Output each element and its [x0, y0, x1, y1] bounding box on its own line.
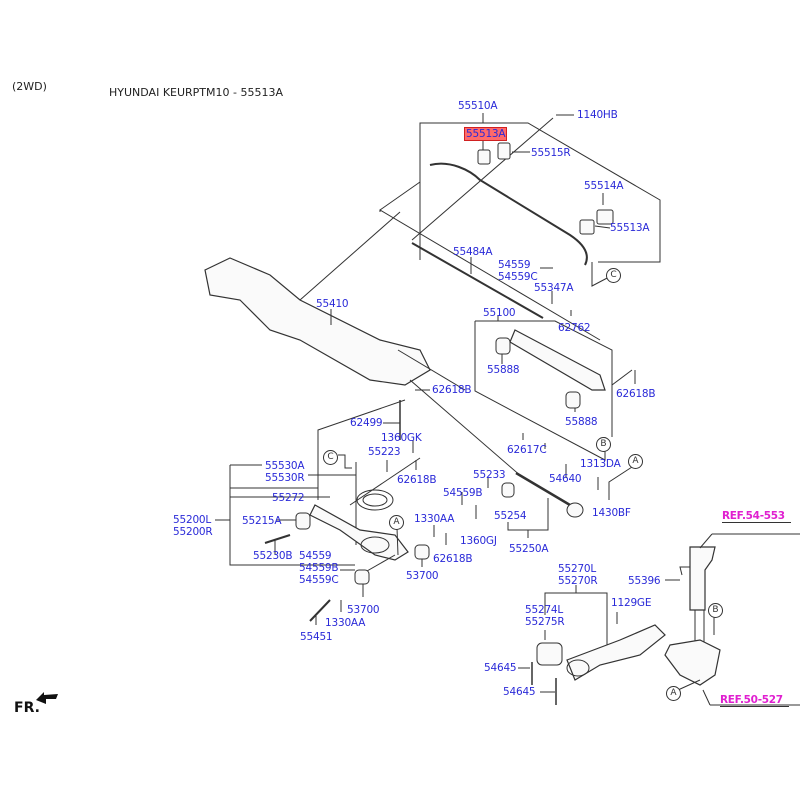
part-label-1313DA[interactable]: 1313DA [580, 458, 621, 470]
callout-c-icon: C [323, 450, 338, 465]
part-label-54645[interactable]: 54645 [503, 686, 536, 698]
part-label-54559-54559B-54559C[interactable]: 54559 54559B 54559C [299, 550, 339, 586]
reference-label-54-553[interactable]: REF.54-553 [722, 510, 791, 523]
part-label-54645[interactable]: 54645 [484, 662, 517, 674]
part-label-1330AA[interactable]: 1330AA [325, 617, 366, 629]
part-label-55270L-55270R[interactable]: 55270L 55270R [558, 563, 598, 587]
bracket-55510A [419, 122, 661, 263]
part-label-55274L-55275R[interactable]: 55274L 55275R [525, 604, 565, 628]
callout-a-icon: A [666, 686, 681, 701]
part-label-1430BF[interactable]: 1430BF [592, 507, 631, 519]
callout-b-icon: B [596, 437, 611, 452]
part-label-62499[interactable]: 62499 [350, 417, 383, 429]
part-label-55513A-highlighted[interactable]: 55513A [464, 127, 508, 141]
part-label-1129GE[interactable]: 1129GE [611, 597, 652, 609]
variant-label: (2WD) [12, 80, 47, 93]
part-label-55396[interactable]: 55396 [628, 575, 661, 587]
part-label-1140HB[interactable]: 1140HB [577, 109, 618, 121]
diagram-title: HYUNDAI KEURPTM10 - 55513A [109, 86, 283, 99]
part-label-55514A[interactable]: 55514A [584, 180, 624, 192]
reference-label-50-527[interactable]: REF.50-527 [720, 694, 789, 707]
part-label-62762[interactable]: 62762 [558, 322, 591, 334]
callout-c-icon: C [606, 268, 621, 283]
callout-a-icon: A [389, 515, 404, 530]
callout-b-icon: B [708, 603, 723, 618]
part-label-1360GK[interactable]: 1360GK [381, 432, 422, 444]
part-label-55530A-55530R[interactable]: 55530A 55530R [265, 460, 305, 484]
part-label-55250A[interactable]: 55250A [509, 543, 549, 555]
part-label-55888[interactable]: 55888 [487, 364, 520, 376]
part-label-55100[interactable]: 55100 [483, 307, 516, 319]
part-label-1360GJ[interactable]: 1360GJ [460, 535, 497, 547]
part-label-55215A[interactable]: 55215A [242, 515, 282, 527]
part-label-55230B[interactable]: 55230B [253, 550, 293, 562]
part-label-62617C[interactable]: 62617C [507, 444, 547, 456]
part-label-55254[interactable]: 55254 [494, 510, 527, 522]
part-label-55272[interactable]: 55272 [272, 492, 305, 504]
part-label-55510A[interactable]: 55510A [458, 100, 498, 112]
part-label-62618B[interactable]: 62618B [616, 388, 656, 400]
part-label-55888[interactable]: 55888 [565, 416, 598, 428]
part-label-53700[interactable]: 53700 [347, 604, 380, 616]
part-label-55233[interactable]: 55233 [473, 469, 506, 481]
part-label-54559B[interactable]: 54559B [443, 487, 483, 499]
front-direction-arrow-icon [36, 692, 58, 704]
part-label-1330AA[interactable]: 1330AA [414, 513, 455, 525]
part-label-55410[interactable]: 55410 [316, 298, 349, 310]
part-label-55515R[interactable]: 55515R [531, 147, 571, 159]
front-orientation-label: FR. [14, 700, 40, 716]
part-label-54559-54559C[interactable]: 54559 54559C [498, 259, 538, 283]
part-label-55513A[interactable]: 55513A [610, 222, 650, 234]
part-label-62618B[interactable]: 62618B [432, 384, 472, 396]
part-label-53700[interactable]: 53700 [406, 570, 439, 582]
part-label-62618B[interactable]: 62618B [397, 474, 437, 486]
part-label-62618B[interactable]: 62618B [433, 553, 473, 565]
part-label-55223[interactable]: 55223 [368, 446, 401, 458]
part-label-55347A[interactable]: 55347A [534, 282, 574, 294]
callout-a-icon: A [628, 454, 643, 469]
part-label-55200L-55200R[interactable]: 55200L 55200R [173, 514, 213, 538]
part-label-55484A[interactable]: 55484A [453, 246, 493, 258]
part-label-54640[interactable]: 54640 [549, 473, 582, 485]
part-label-55451[interactable]: 55451 [300, 631, 333, 643]
